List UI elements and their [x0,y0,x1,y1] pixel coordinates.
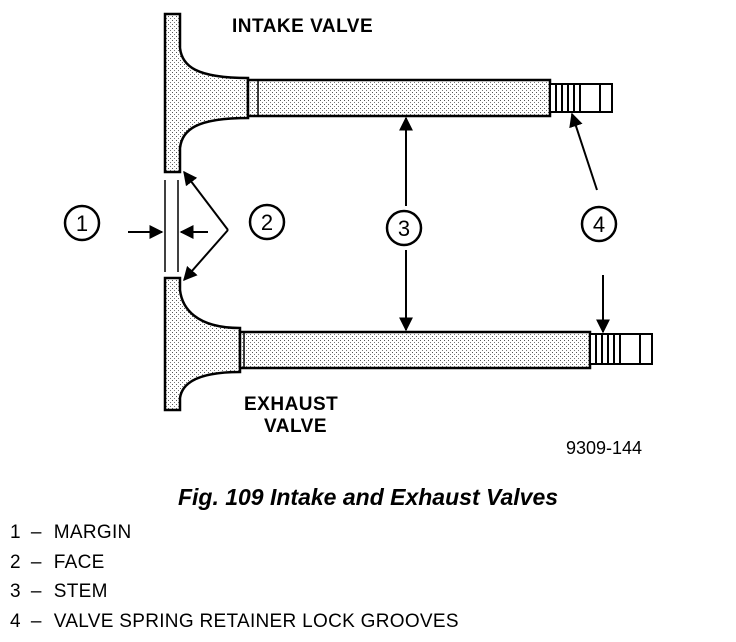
legend-item: 1–MARGIN [10,518,459,548]
callout-3: 3 [385,116,423,332]
callout-3-number: 3 [398,216,410,241]
callout-2: 2 [183,170,286,282]
exhaust-valve [163,276,653,412]
legend-item: 3–STEM [10,577,459,607]
callout-2-number: 2 [261,210,273,235]
valve-diagram: 1 2 3 4 [63,12,653,412]
exhaust-valve-head [163,276,242,412]
legend-number: 3 [10,581,21,602]
legend-dash: – [30,610,42,632]
intake-valve [163,12,613,174]
intake-valve-head [163,12,250,174]
legend-text: VALVE SPRING RETAINER LOCK GROOVES [53,610,459,632]
legend-item: 4–VALVE SPRING RETAINER LOCK GROOVES [10,607,459,637]
exhaust-valve-label-line2: VALVE [264,416,328,437]
figure-caption: Fig. 109 Intake and Exhaust Valves [177,484,559,510]
legend-dash: – [30,551,42,573]
exhaust-valve-label-line1: EXHAUST [244,394,339,415]
callout-4: 4 [569,112,618,334]
intake-lock-grooves [549,83,613,113]
exhaust-lock-grooves [589,333,653,365]
legend-number: 2 [10,551,21,573]
intake-valve-stem [246,78,552,118]
legend-list: 1–MARGIN 2–FACE 3–STEM 4–VALVE SPRING RE… [10,518,459,636]
legend-dash: – [30,522,42,543]
callout-1: 1 [63,204,208,242]
exhaust-valve-stem [238,330,592,370]
legend-text: MARGIN [53,522,132,543]
legend-number: 1 [10,522,21,543]
legend-text: STEM [53,581,108,602]
margin-gap [164,180,179,272]
figure-number: 9309-144 [566,438,643,458]
legend-text: FACE [53,551,105,573]
callout-4-number: 4 [593,212,605,237]
legend-dash: – [30,581,42,602]
callout-1-number: 1 [76,211,88,236]
legend-item: 2–FACE [10,548,459,578]
intake-valve-label: INTAKE VALVE [232,16,374,37]
legend-number: 4 [10,610,21,632]
